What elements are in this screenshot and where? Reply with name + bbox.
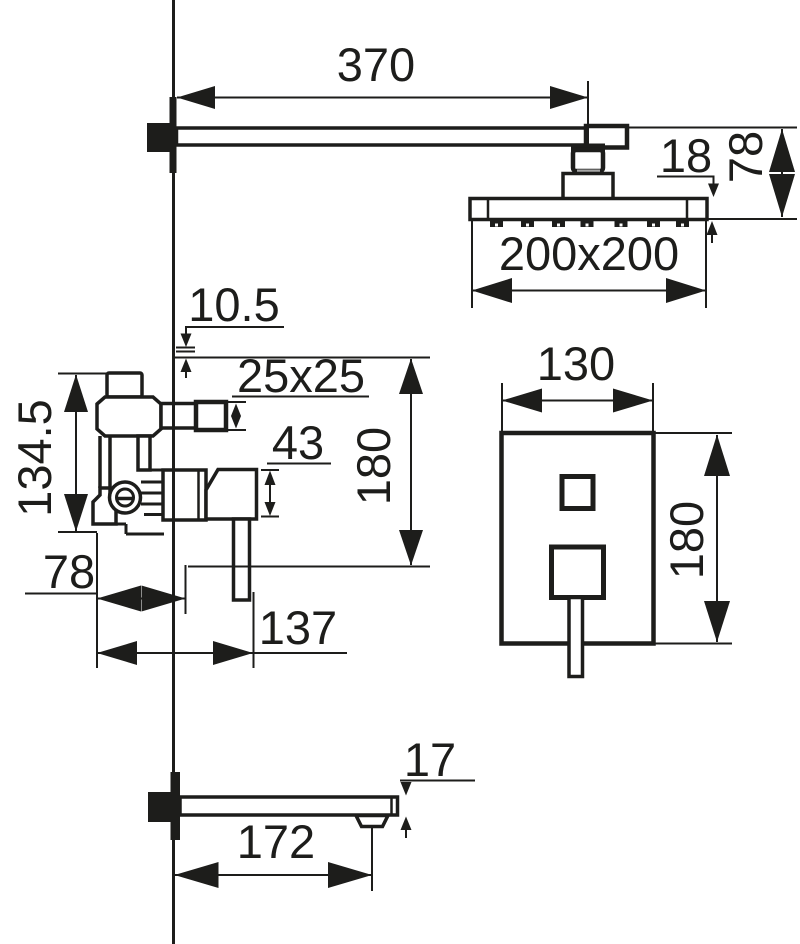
arrow-down-icon: [180, 333, 192, 347]
dim-label-valve-reach: 137: [259, 601, 337, 654]
dim-arm-length: 370: [177, 38, 589, 145]
dim-label-valve-height: 180: [347, 427, 400, 505]
shower-arm-sleeve: [583, 123, 630, 150]
dim-label-spout-thickness: 17: [404, 733, 456, 786]
arrow-down-icon: [64, 494, 88, 532]
dim-label-wall-offset: 10.5: [188, 278, 279, 331]
valve-side-stub: [159, 401, 198, 430]
arrow-up-icon: [704, 434, 730, 476]
handle-lever: [567, 595, 585, 679]
trim-plate: [499, 430, 656, 679]
dim-label-body-height: 134.5: [8, 399, 61, 517]
arrow-left-icon: [472, 278, 512, 303]
dim-valve-reach: 137: [97, 592, 347, 668]
arrow-up-icon: [399, 358, 423, 394]
head-plate: [468, 196, 709, 222]
handle-base: [549, 544, 606, 600]
dim-head-size: 200x200: [471, 221, 707, 308]
dim-label-head-thickness: 18: [660, 129, 712, 182]
dim-valve-height: 180: [175, 356, 430, 568]
shower-arm: [174, 123, 630, 150]
arrow-up-icon: [180, 358, 192, 372]
arrow-right-icon: [213, 641, 253, 665]
arrow-down-icon: [400, 782, 412, 796]
arrow-up-icon: [769, 129, 795, 172]
dim-head-drop: 78: [627, 126, 797, 220]
dim-label-spout-length: 172: [237, 815, 315, 868]
arm-wall-mount: [147, 123, 177, 152]
spout-wall-mount: [148, 792, 180, 822]
dim-valve-depth: 78: [25, 533, 187, 668]
valve-connector-pipe: [136, 434, 152, 472]
arrow-up-icon: [231, 403, 241, 416]
arrow-down-icon: [704, 601, 730, 642]
arrow-right-icon: [141, 585, 186, 612]
dim-wall-offset: 10.5: [176, 278, 284, 378]
dim-spout-thickness: 17: [400, 733, 475, 838]
dim-label-outlet-size: 25x25: [237, 349, 365, 402]
arrow-right-icon: [328, 862, 372, 888]
dim-body-height: 134.5: [8, 372, 107, 533]
head-connector-block: [561, 171, 615, 201]
dim-plate-height: 180: [655, 432, 732, 645]
spout-aerator: [353, 813, 391, 829]
shower-arm-bar: [174, 126, 629, 147]
dim-label-head-size: 200x200: [499, 227, 679, 280]
dim-label-handle-height: 43: [272, 416, 324, 469]
arrow-up-icon: [400, 816, 412, 830]
arrow-down-icon: [231, 416, 241, 429]
arrow-up-icon: [64, 374, 88, 412]
shower-head: [468, 143, 709, 227]
valve-outlet-square: [193, 399, 229, 433]
valve-handle: [204, 467, 259, 521]
arrow-left-icon: [97, 585, 141, 612]
arrow-right-icon: [550, 86, 588, 109]
spout-bar: [178, 795, 400, 817]
valve-upper-body: [95, 395, 163, 438]
dim-handle-height: 43: [261, 416, 331, 518]
arrow-down-icon: [708, 183, 719, 197]
dim-outlet-size: 25x25: [226, 349, 369, 431]
dim-label-plate-width: 130: [537, 337, 615, 390]
dim-label-plate-height: 180: [660, 501, 713, 579]
arrow-up-icon: [706, 221, 718, 235]
diverter-button: [559, 474, 596, 511]
dim-plate-width: 130: [501, 337, 654, 432]
valve-lever-rod: [231, 517, 252, 602]
arrow-left-icon: [97, 641, 137, 665]
arrow-down-icon: [769, 174, 795, 217]
dim-label-valve-depth: 78: [43, 545, 95, 598]
mixer-valve-body: [91, 371, 259, 602]
arrow-down-icon: [264, 502, 276, 516]
arrow-left-icon: [177, 86, 215, 109]
arrow-left-icon: [174, 862, 219, 888]
valve-top-outlet: [105, 371, 144, 399]
dim-head-thickness: 18: [657, 129, 719, 243]
arrow-left-icon: [502, 388, 542, 413]
arrow-right-icon: [613, 388, 653, 413]
arrow-up-icon: [264, 470, 276, 485]
dim-label-head-drop: 78: [719, 131, 772, 183]
head-nozzles: [490, 218, 689, 227]
arrow-down-icon: [399, 530, 423, 566]
dim-label-arm-length: 370: [337, 38, 415, 91]
dim-spout-length: 172: [174, 815, 373, 891]
head-connector-neck: [570, 147, 606, 174]
arrow-right-icon: [666, 278, 706, 303]
wall-line-group: [147, 0, 180, 944]
